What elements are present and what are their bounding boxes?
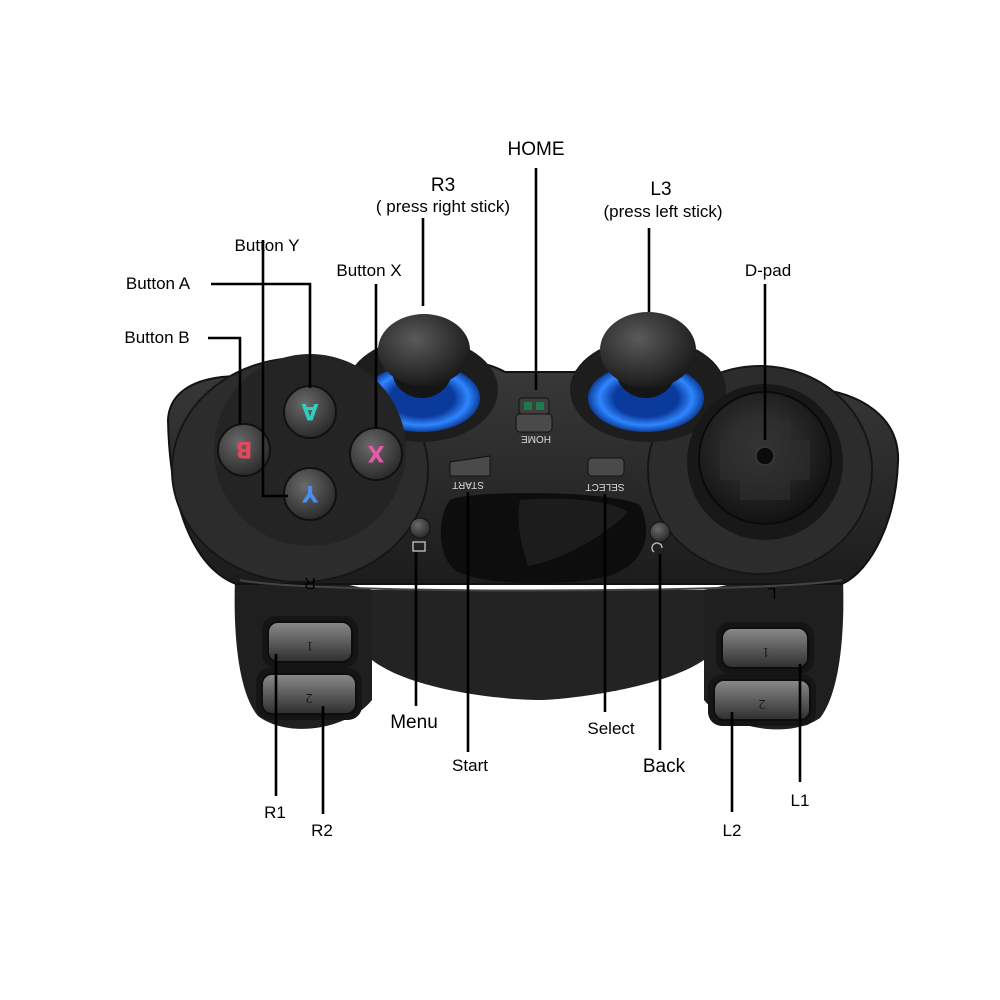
label-l3-title: L3 [650,179,671,200]
home-imprint: HOME [521,433,551,444]
button-a-letter: A [301,398,318,423]
dpad-center [755,446,775,466]
button-b[interactable]: B [217,423,271,477]
button-b-cap [217,423,271,477]
label-button-b: Button B [124,328,189,347]
back-icon [651,542,663,553]
label-l1: L1 [791,791,810,810]
label-back: Back [643,756,686,777]
label-r1: R1 [264,803,286,822]
label-button-x: Button X [336,261,401,280]
lower-bridge [372,590,704,700]
dpad[interactable] [687,384,843,540]
r2-trigger[interactable]: 2 [256,668,362,720]
center-panel-gloss [518,498,628,566]
button-y[interactable]: Y [283,467,337,521]
home-led-dot [524,402,532,410]
menu-button[interactable] [409,517,431,552]
label-button-y: Button Y [235,236,300,255]
side-r-imprint: R [304,574,316,591]
side-l-imprint: L [767,584,776,601]
label-start: Start [452,756,488,775]
l2-trigger[interactable]: 2 [708,674,816,726]
side-trim [239,579,843,592]
leader-lines [208,168,802,814]
start-imprint: START [452,479,484,490]
menu-icon [412,541,426,552]
left-stick-cap [600,312,696,388]
label-button-a: Button A [126,274,191,293]
label-r2: R2 [311,821,333,840]
label-l2: L2 [723,821,742,840]
leader-button-y [261,240,288,498]
home-led-dot-2 [536,402,544,410]
r1-bumper[interactable]: 1 [262,616,358,668]
label-r3-title: R3 [431,175,455,196]
left-stick-l3[interactable] [570,312,726,442]
callout-labels: HOME R3 ( press right stick) L3 (press l… [124,139,809,840]
leader-button-b [208,336,242,424]
label-select: Select [587,719,635,738]
button-a[interactable]: A [283,385,337,439]
select-imprint: SELECT [586,481,625,492]
back-key [649,521,671,543]
label-l3-subtitle: (press left stick) [603,202,722,221]
start-key [449,455,491,477]
label-home: HOME [508,139,565,160]
home-button[interactable]: HOME [515,397,553,444]
button-y-cap [283,467,337,521]
label-dpad: D-pad [745,261,791,280]
l1-imprint: 1 [763,644,770,659]
home-key [515,413,553,433]
r1-imprint: 1 [307,638,314,653]
home-led [518,397,550,415]
right-stick-cap [378,314,470,386]
l1-bumper[interactable]: 1 [716,622,814,674]
menu-key [409,517,431,539]
button-x[interactable]: X [349,427,403,481]
button-y-letter: Y [301,480,319,505]
r2-imprint: 2 [306,690,313,705]
select-button[interactable]: SELECT [586,457,625,492]
start-button[interactable]: START [449,455,491,490]
label-r3-subtitle: ( press right stick) [376,197,510,216]
label-menu: Menu [390,712,438,733]
back-button[interactable] [649,521,671,553]
button-b-letter: B [236,436,253,461]
l2-imprint: 2 [759,696,766,711]
select-key [587,457,625,477]
button-x-letter: X [367,440,384,465]
leader-button-a [211,282,312,388]
